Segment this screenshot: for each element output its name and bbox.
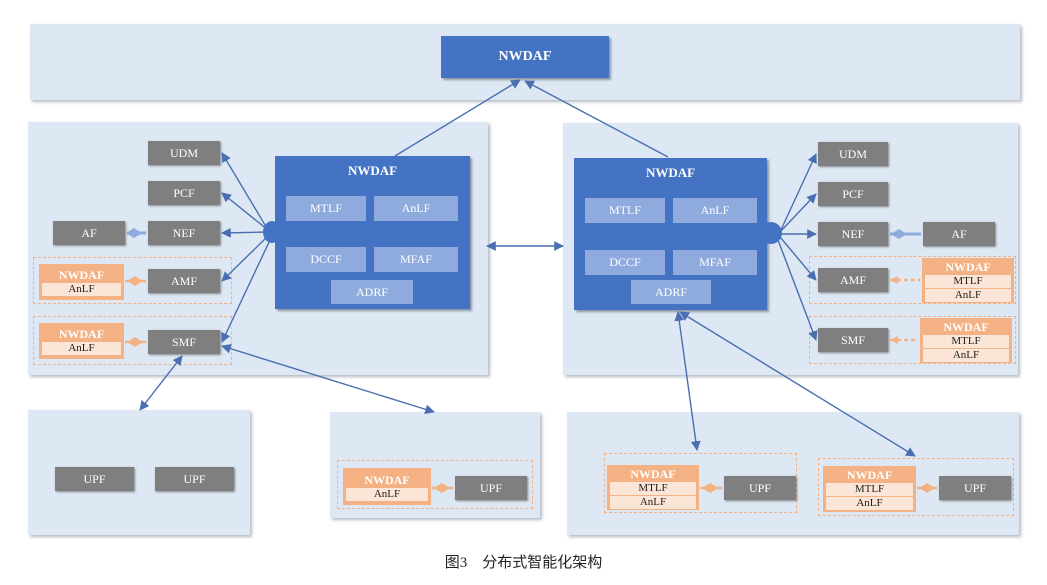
- right-smf-local-arrow: [890, 336, 898, 344]
- right-smf-nwdaf-mtlf: MTLF: [923, 333, 1009, 348]
- left-core-nwdaf-box: NWDAF MTLF AnLF DCCF MFAF ADRF: [275, 156, 470, 309]
- right-pcf-box: PCF: [818, 182, 888, 206]
- right-core-nwdaf-title: NWDAF: [645, 165, 696, 180]
- left-smf-nwdaf-box: NWDAF AnLF: [39, 323, 124, 359]
- right-edge-nwdaf-2-box: NWDAF MTLF AnLF: [823, 466, 916, 512]
- middle-edge-group-outline: [337, 460, 533, 509]
- middle-edge-local-diamond: [434, 483, 450, 493]
- right-amf-nwdaf-box: NWDAF MTLF AnLF: [922, 258, 1014, 303]
- left-amf-nwdaf-box: NWDAF AnLF: [39, 264, 124, 300]
- link-smf-to-left-edge: [139, 355, 183, 411]
- right-dccf-block: DCCF: [585, 250, 665, 275]
- right-edge-upf-2: UPF: [939, 476, 1011, 500]
- right-hub-node: [760, 222, 782, 244]
- right-core-nwdaf-box: NWDAF MTLF AnLF DCCF MFAF ADRF: [574, 158, 767, 310]
- link-right-core-to-central: [524, 80, 669, 158]
- left-amf-nwdaf-title: NWDAF: [58, 268, 105, 282]
- right-edge-upf-1: UPF: [724, 476, 796, 500]
- left-hub-node: [263, 221, 281, 243]
- right-udm-box: UDM: [818, 142, 888, 166]
- left-smf-box: SMF: [148, 330, 220, 354]
- right-amf-box: AMF: [818, 268, 888, 292]
- left-smf-nwdaf-anlf: AnLF: [42, 341, 121, 355]
- left-amf-nwdaf-anlf: AnLF: [42, 282, 121, 296]
- left-amf-box: AMF: [148, 269, 220, 293]
- link-left-core-to-central: [394, 79, 521, 157]
- right-edge-1-local-diamond: [702, 483, 718, 493]
- right-smf-nwdaf-anlf: AnLF: [923, 347, 1009, 362]
- right-edge-nwdaf-1-box: NWDAF MTLF AnLF: [607, 465, 699, 510]
- right-adrf-block: ADRF: [631, 280, 711, 304]
- link-right-amf: [779, 236, 817, 281]
- right-mfaf-block: MFAF: [673, 250, 757, 275]
- right-af-box: AF: [923, 222, 995, 246]
- right-amf-nwdaf-mtlf: MTLF: [925, 273, 1011, 288]
- middle-edge-nwdaf-box: NWDAF AnLF: [343, 468, 431, 505]
- left-smf-local-diamond: [127, 337, 143, 347]
- right-edge-nwdaf-1-title: NWDAF: [630, 466, 676, 481]
- link-left-amf: [221, 235, 269, 282]
- left-amf-local-diamond: [127, 276, 143, 286]
- right-mtlf-block: MTLF: [585, 198, 665, 223]
- figure-caption: 图3 分布式智能化架构: [444, 555, 603, 571]
- right-smf-nwdaf-title: NWDAF: [943, 319, 989, 334]
- link-left-pcf: [221, 192, 269, 231]
- right-nef-af-diamond: [891, 229, 907, 239]
- central-nwdaf-label: NWDAF: [498, 49, 552, 64]
- middle-edge-nwdaf-anlf: AnLF: [346, 486, 428, 501]
- right-edge-group-2-outline: [818, 458, 1014, 516]
- link-right-udm: [779, 153, 817, 233]
- left-pcf-box: PCF: [148, 181, 220, 205]
- left-edge-upf-1: UPF: [55, 467, 134, 491]
- link-right-pcf: [779, 193, 817, 233]
- left-udm-box: UDM: [148, 141, 220, 165]
- right-edge-nwdaf-2-anlf: AnLF: [826, 496, 913, 510]
- link-adrf-to-edge-1: [674, 311, 701, 451]
- left-smf-group-outline: [33, 316, 232, 365]
- right-edge-nwdaf-2-mtlf: MTLF: [826, 482, 913, 496]
- left-nef-box: NEF: [148, 221, 220, 245]
- left-core-nwdaf-title: NWDAF: [347, 163, 398, 178]
- left-af-box: AF: [53, 221, 125, 245]
- right-edge-2-local-diamond: [919, 483, 935, 493]
- right-edge-nwdaf-1-anlf: AnLF: [610, 494, 696, 509]
- link-left-smf: [221, 239, 271, 343]
- right-amf-nwdaf-anlf: AnLF: [925, 287, 1011, 302]
- right-edge-nwdaf-2-title: NWDAF: [846, 468, 893, 482]
- link-smf-to-middle-edge: [221, 343, 435, 415]
- right-amf-local-arrow: [890, 276, 898, 284]
- link-left-udm: [221, 152, 269, 231]
- left-adrf-block: ADRF: [331, 280, 413, 304]
- link-left-nef: [221, 227, 269, 238]
- right-amf-nwdaf-title: NWDAF: [945, 259, 991, 274]
- left-dccf-block: DCCF: [286, 247, 366, 272]
- left-mtlf-block: MTLF: [286, 196, 366, 221]
- left-af-nef-diamond: [126, 228, 142, 238]
- right-smf-nwdaf-box: NWDAF MTLF AnLF: [920, 318, 1012, 363]
- right-anlf-block: AnLF: [673, 198, 757, 223]
- right-nef-box: NEF: [818, 222, 888, 246]
- middle-edge-nwdaf-title: NWDAF: [364, 472, 410, 487]
- left-smf-nwdaf-title: NWDAF: [58, 327, 105, 341]
- central-nwdaf-box: NWDAF: [441, 36, 609, 78]
- left-edge-upf-2: UPF: [155, 467, 234, 491]
- link-adrf-to-edge-2: [679, 311, 916, 457]
- right-edge-nwdaf-1-mtlf: MTLF: [610, 480, 696, 495]
- link-right-smf: [777, 239, 818, 341]
- middle-edge-upf: UPF: [455, 476, 527, 500]
- left-anlf-block: AnLF: [374, 196, 458, 221]
- left-mfaf-block: MFAF: [374, 247, 458, 272]
